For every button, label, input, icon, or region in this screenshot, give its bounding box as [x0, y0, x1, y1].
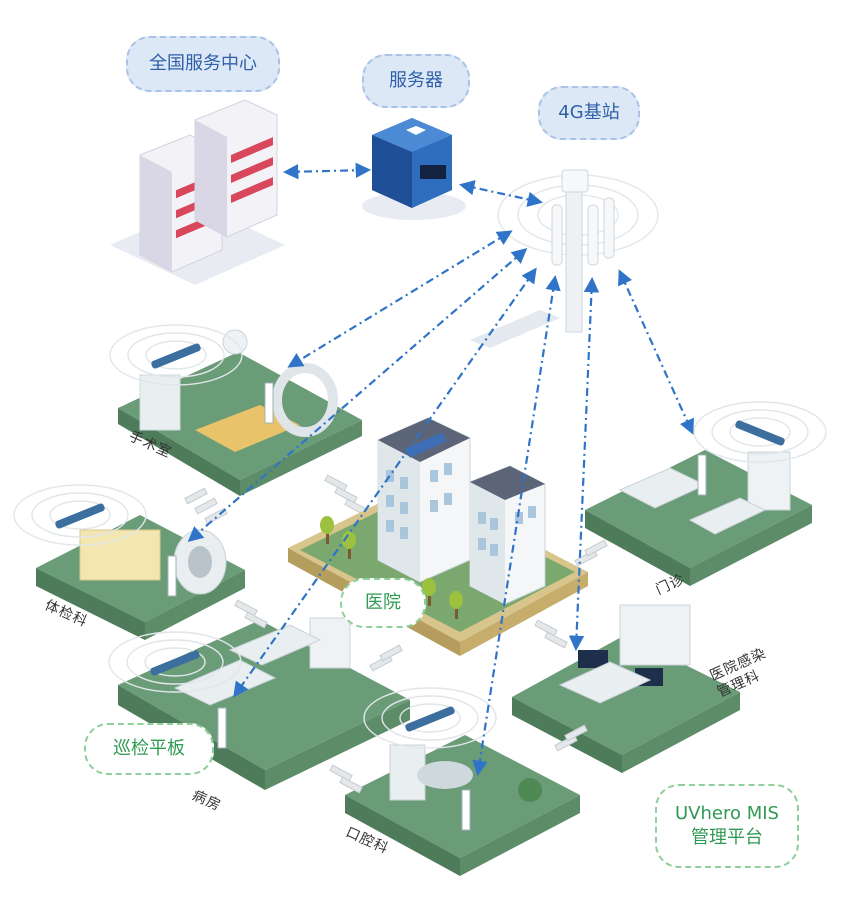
inspection-tablet-label: 巡检平板 — [84, 723, 214, 775]
hospital-label: 医院 — [340, 578, 426, 628]
connection-links — [187, 162, 694, 777]
server-box — [362, 118, 466, 220]
mis-platform-label: UVhero MIS 管理平台 — [655, 784, 799, 868]
national-center-servers — [110, 99, 285, 285]
national-center-label: 全国服务中心 — [126, 36, 280, 92]
mis-platform-line1: UVhero MIS — [675, 802, 779, 824]
server-label: 服务器 — [362, 54, 470, 108]
base-station-label: 4G基站 — [538, 86, 640, 140]
base-station-tower — [470, 169, 659, 348]
outpatient-floor — [585, 450, 812, 586]
operating-room-floor — [118, 329, 362, 496]
mis-platform-line2: 管理平台 — [691, 827, 763, 848]
